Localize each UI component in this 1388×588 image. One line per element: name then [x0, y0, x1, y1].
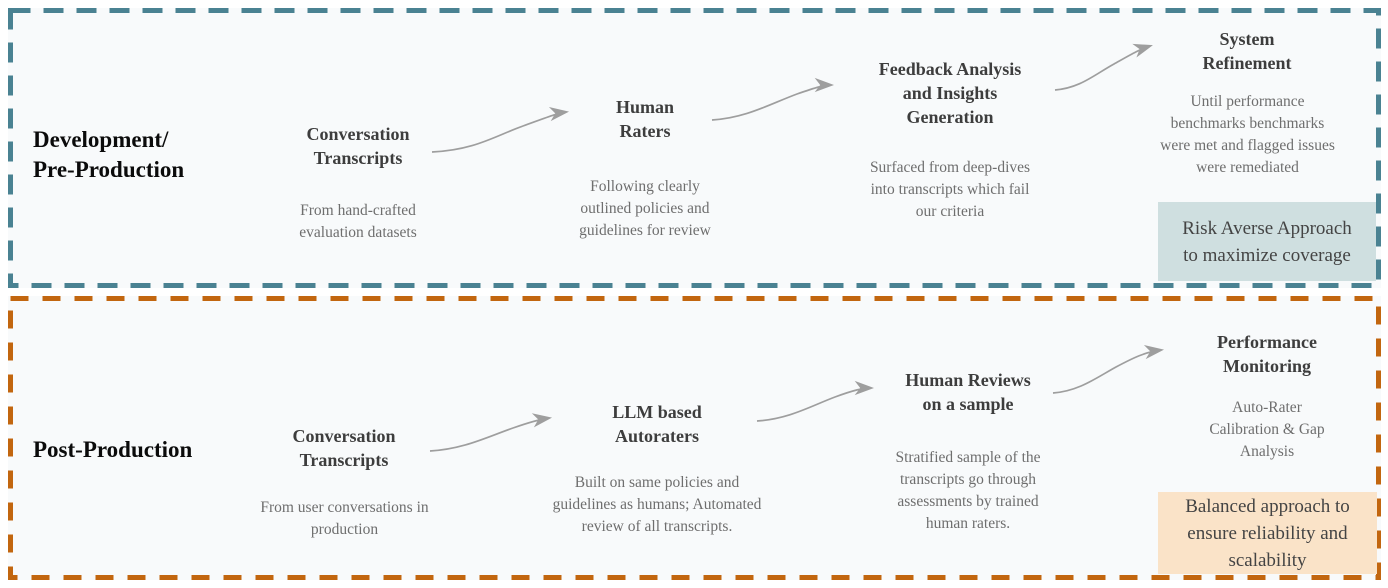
dev-step-system-refinement-title: System Refinement	[1202, 29, 1292, 73]
dev-step-feedback-analysis-description: Surfaced from deep-dives into transcript…	[869, 159, 1031, 220]
post-highlight-note: Balanced approach to ensure reliability …	[1158, 492, 1377, 574]
post-step-human-reviews-title: Human Reviews on a sample	[905, 370, 1031, 414]
dev-step-system-refinement-description: Until performance benchmarks benchmarks …	[1160, 93, 1335, 176]
post-step-llm-autoraters-title: LLM based Autoraters	[612, 402, 702, 446]
post-step-human-reviews-description: Stratified sample of the transcripts go …	[895, 449, 1041, 532]
post-step-llm-autoraters-description: Built on same policies and guidelines as…	[552, 474, 762, 535]
post-step-conversation-transcripts-title: Conversation Transcripts	[292, 426, 396, 470]
dev-step-human-raters-description: Following clearly outlined policies and …	[579, 178, 711, 239]
post-step-conversation-transcripts-description: From user conversations in production	[260, 499, 429, 538]
post-highlight-note-text: Balanced approach to ensure reliability …	[1185, 495, 1350, 571]
dev-step-feedback-analysis-title: Feedback Analysis and Insights Generatio…	[878, 59, 1022, 127]
dev-highlight-note: Risk Averse Approach to maximize coverag…	[1158, 202, 1376, 281]
dev-step-conversation-transcripts-description: From hand-crafted evaluation datasets	[299, 202, 417, 241]
post-step-performance-monitoring-title: Performance Monitoring	[1217, 332, 1317, 376]
dev-step-human-raters-title: Human Raters	[615, 97, 675, 141]
dev-step-conversation-transcripts-title: Conversation Transcripts	[306, 124, 410, 168]
post-step-performance-monitoring-description: Auto-Rater Calibration & Gap Analysis	[1209, 399, 1325, 460]
development-section-label: Development/ Pre-Production	[33, 127, 185, 182]
dev-highlight-note-text: Risk Averse Approach to maximize coverag…	[1182, 217, 1352, 266]
